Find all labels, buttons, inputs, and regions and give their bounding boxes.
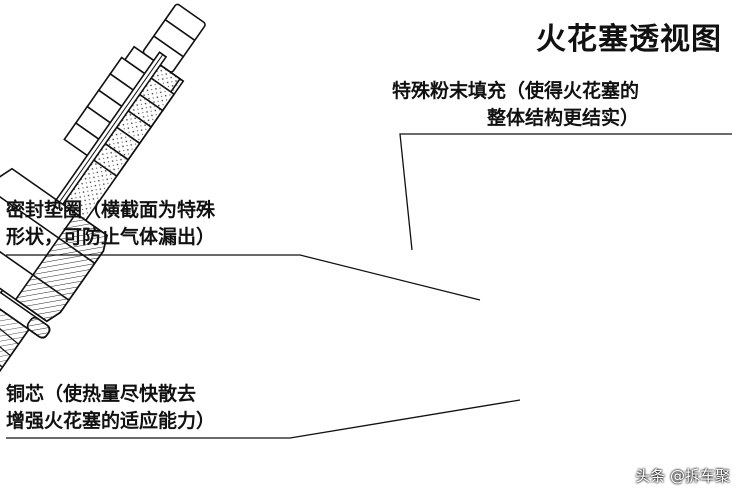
- spark-plug-body: [0, 3, 206, 454]
- callout-leaders: [6, 133, 732, 439]
- callout-copper-core-line2: 增强火花塞的适应能力）: [6, 410, 216, 432]
- callout-gasket-line2: 形状，可防止气体漏出）: [6, 226, 216, 248]
- diagram-title: 火花塞透视图: [536, 22, 722, 57]
- callout-powder-fill-line1: 特殊粉末填充（使得火花塞的: [392, 80, 640, 102]
- watermark: 头条 @拆车聚: [635, 467, 730, 485]
- callout-gasket: 密封垫圈（横截面为特殊 形状，可防止气体漏出）: [6, 197, 215, 251]
- callout-copper-core: 铜芯（使热量尽快散去 增强火花塞的适应能力）: [6, 381, 215, 435]
- callout-powder-fill: 特殊粉末填充（使得火花塞的 整体结构更结实）: [392, 78, 639, 132]
- callout-powder-fill-line2: 整体结构更结实）: [487, 107, 640, 129]
- callout-copper-core-line1: 铜芯（使热量尽快散去: [6, 383, 197, 405]
- callout-gasket-line1: 密封垫圈（横截面为特殊: [6, 199, 216, 221]
